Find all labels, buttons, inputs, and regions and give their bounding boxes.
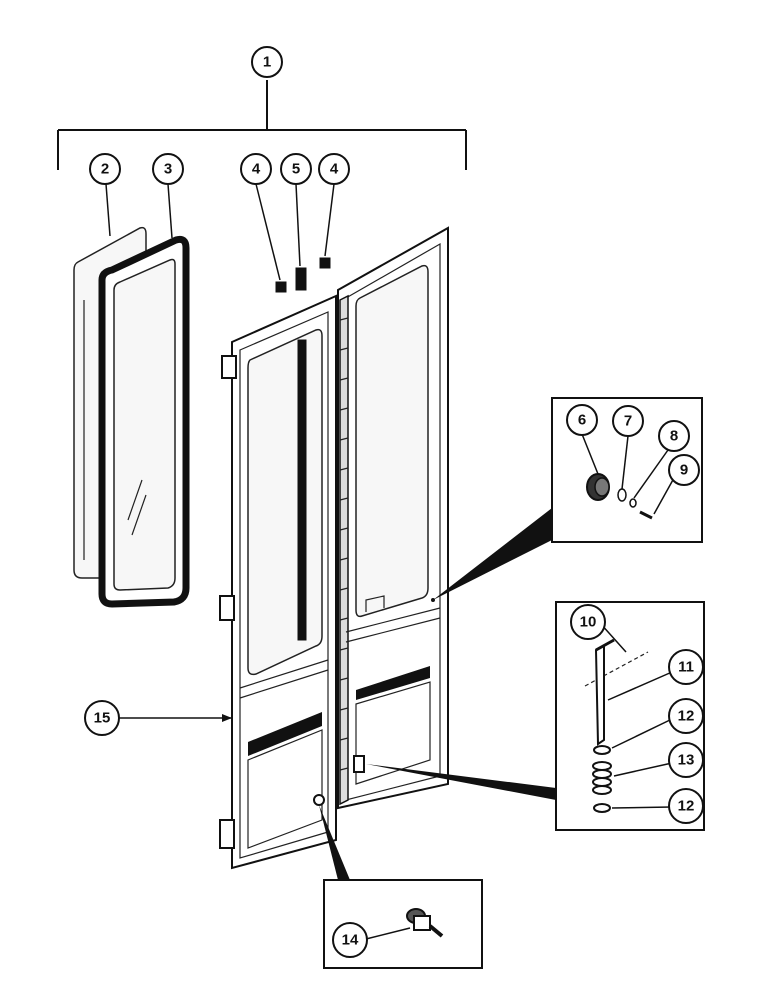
svg-text:15: 15 [94,710,111,727]
knob-detail-box [433,397,703,600]
svg-text:11: 11 [678,659,694,676]
left-door-panel [219,294,337,870]
callout-7: 7 [612,405,644,437]
svg-text:4: 4 [252,161,261,178]
cap-left [275,281,287,293]
lock [406,908,444,938]
callout-10: 10 [570,604,606,640]
callout-11: 11 [668,649,704,685]
svg-text:13: 13 [678,752,695,769]
svg-text:8: 8 [670,428,678,445]
svg-text:14: 14 [342,932,359,949]
spring [592,761,612,795]
svg-text:5: 5 [292,161,300,178]
lock-detail-box [319,805,483,969]
latch-detail-box [366,601,705,831]
assembly-bracket [57,80,467,170]
leader-lines [105,183,675,940]
svg-text:10: 10 [580,614,597,631]
callout-8: 8 [658,420,690,452]
hinge-strip-teeth [339,317,349,771]
hinge-strip-top [295,267,307,291]
latch-pin [594,638,615,746]
callout-4-right: 4 [318,153,350,185]
callout-9: 9 [668,454,700,486]
callout-6: 6 [566,404,598,436]
svg-text:12: 12 [678,708,695,725]
knob [586,473,610,501]
callout-2: 2 [89,153,121,185]
svg-text:12: 12 [678,798,695,815]
cap-right [319,257,331,269]
callout-15: 15 [84,700,120,736]
svg-text:1: 1 [263,54,271,71]
svg-text:2: 2 [101,161,109,178]
callout-12-lower: 12 [668,788,704,824]
callout-12-upper: 12 [668,698,704,734]
callout-1: 1 [251,46,283,78]
svg-text:4: 4 [330,161,339,178]
callout-5: 5 [280,153,312,185]
right-door-panel [337,226,449,810]
svg-text:3: 3 [164,161,172,178]
window-seal [98,235,190,608]
svg-text:6: 6 [578,412,586,429]
callout-13: 13 [668,742,704,778]
callout-14: 14 [332,922,368,958]
callout-3: 3 [152,153,184,185]
svg-text:7: 7 [624,413,632,430]
svg-text:9: 9 [680,462,688,479]
callout-4-left: 4 [240,153,272,185]
